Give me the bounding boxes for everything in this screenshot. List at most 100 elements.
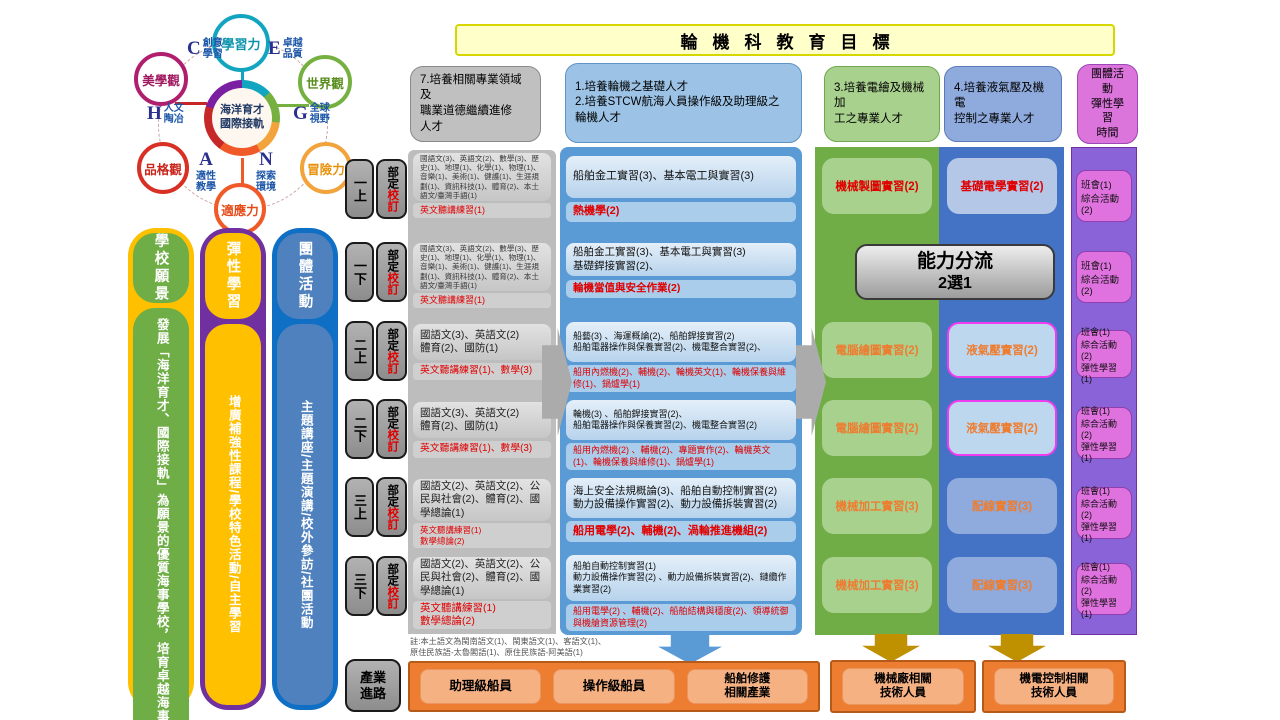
pillar-flexible-learning: 彈性學習 增廣補強性課程/學校特色活動/自主學習 (200, 228, 266, 710)
connector-line (241, 158, 244, 188)
circle-character: 品格觀 (137, 142, 189, 194)
course-box-school: 英文聽講練習(1) 數學總論(2) (413, 523, 551, 548)
pillar-title: 學校願景 (152, 233, 169, 303)
letter-c-group: C 創意 學習 (187, 38, 223, 60)
industry-group-machining: 機械廠相關 技術人員 (830, 660, 976, 713)
course-box: 配線實習(3) (947, 478, 1057, 534)
course-box: 國語文(3)、英語文(2)、數學(3)、歷史(1)、地理(1)、化學(1)、物理… (413, 243, 551, 291)
semester-label-3a: 三上 部定校訂 (345, 477, 407, 537)
course-box: 船舶自動控制實習(1) 動力設備操作實習(2) 、動力設備拆裝實習(2)、鏈纜作… (566, 555, 796, 601)
course-box-school: 船用電學(2)、輔機(2)、渦輪推進機組(2) (566, 521, 796, 542)
course-box-school: 英文聽講練習(1)、數學(3) (413, 363, 551, 380)
goal-header-club: 團體活動 彈性學習 時間 (1077, 64, 1138, 144)
industry-box: 機電控制相關 技術人員 (994, 668, 1114, 705)
course-box: 國語文(2)、英語文(2)、公民與社會(2)、體育(2)、國學總論(1) (413, 557, 551, 599)
industry-box: 船舶修護 相關產業 (686, 669, 808, 704)
wheel-center-line2: 國際接軌 (220, 118, 264, 130)
course-box: 配線實習(3) (947, 557, 1057, 613)
course-box-school: 輪機當值與安全作業(2) (566, 280, 796, 298)
course-box: 機械加工實習(3) (822, 478, 932, 534)
homeroom-box: 班會(1) 綜合活動(2) (1076, 251, 1132, 303)
semester-label-3b: 三下 部定校訂 (345, 556, 407, 616)
course-box: 國語文(3)、英語文(2) 體育(2)、國防(1) (413, 402, 551, 438)
industry-box: 操作級船員 (553, 669, 675, 704)
course-box: 國語文(3)、英語文(2)、數學(3)、歷史(1)、地理(1)、化學(1)、物理… (413, 153, 551, 201)
general-subject-column (408, 150, 556, 634)
course-box-school: 英文聽講練習(1)、數學(3) (413, 441, 551, 458)
letter-g-group: G 全球 視野 (293, 103, 330, 125)
course-box: 機械製圖實習(2) (822, 158, 932, 214)
connector-line (175, 102, 207, 105)
industry-path-label: 產業 進路 (345, 659, 401, 712)
homeroom-box: 班會(1) 綜合活動(2) 彈性學習(1) (1076, 562, 1132, 619)
goal-header-3: 3.培養電繪及機械加 工之專業人才 (824, 66, 940, 142)
industry-group-electro: 機電控制相關 技術人員 (982, 660, 1126, 713)
homeroom-box: 班會(1) 綜合活動(2) 彈性學習(1) (1076, 327, 1132, 384)
course-box: 電腦繪圖實習(2) (822, 400, 932, 456)
letter-a-group: A 適性 教學 (196, 149, 216, 193)
goal-header-1-2: 1.培養輪機之基礎人才 2.培養STCW航海人員操作級及助理級之 輪機人才 (565, 63, 802, 143)
course-box: 船舶金工實習(3)、基本電工與實習(3) 基礎銲接實習(2)、 (566, 243, 796, 276)
circle-aesthetics: 美學觀 (134, 52, 188, 106)
connector-line (277, 104, 309, 107)
ability-split-subtitle: 2選1 (938, 274, 972, 292)
vision-wheel: 海洋育才 國際接軌 學習力 美學觀 世界觀 品格觀 冒險力 適應力 C 創意 學… (125, 6, 360, 238)
semester-label-1b: 一下 部定校訂 (345, 242, 407, 302)
down-arrow-icon (862, 634, 920, 662)
ability-split-title: 能力分流 (916, 251, 993, 272)
homeroom-column (1071, 147, 1137, 635)
course-box-school: 熱機學(2) (566, 202, 796, 222)
pillar-body: 主題講座/主題演講/校外參訪/社團活動 (298, 399, 313, 630)
circle-learning: 學習力 (212, 14, 270, 72)
industry-group-marine: 助理級船員 操作級船員 船舶修護 相關產業 (408, 661, 820, 712)
circle-adventure: 冒險力 (300, 142, 352, 194)
semester-label-2a: 二上 部定校訂 (345, 321, 407, 381)
wheel-center-line1: 海洋育才 (220, 104, 264, 117)
homeroom-box: 班會(1) 綜合活動(2) 彈性學習(1) (1076, 486, 1132, 543)
pillar-title: 彈性學習 (224, 241, 241, 311)
connector-line (241, 62, 244, 88)
wheel-center-circle: 海洋育才 國際接軌 (204, 80, 280, 156)
homeroom-box: 班會(1) 綜合活動(2) (1076, 170, 1132, 222)
pillar-body: 增廣補強性課程/學校特色活動/自主學習 (226, 395, 241, 634)
course-box: 船藝(3) 、海運概論(2)、船舶銲接實習(2) 船舶電器操作與保養實習(2)、… (566, 322, 796, 362)
letter-e-group: E 卓越 品質 (268, 38, 303, 60)
course-box: 基礎電學實習(2) (947, 158, 1057, 214)
circle-adaptability: 適應力 (214, 183, 266, 235)
ability-split-box: 能力分流 2選1 (855, 244, 1055, 300)
electro-control-column (939, 147, 1064, 635)
course-box: 液氣壓實習(2) (947, 400, 1057, 456)
course-box: 海上安全法規概論(3)、船舶自動控制實習(2) 動力設備操作實習(2)、動力設備… (566, 478, 796, 518)
goal-header-4: 4.培養液氣壓及機電 控制之專業人才 (944, 66, 1062, 142)
industry-box: 機械廠相關 技術人員 (842, 668, 964, 705)
course-box: 機械加工實習(3) (822, 557, 932, 613)
homeroom-box: 班會(1) 綜合活動(2) 彈性學習(1) (1076, 406, 1132, 463)
drafting-machining-column (815, 147, 939, 635)
letter-h-group: H 人文 陶冶 (147, 103, 184, 125)
course-box: 國語文(2)、英語文(2)、公民與社會(2)、體育(2)、國學總論(1) (413, 479, 551, 521)
pillar-group-activity: 團體活動 主題講座/主題演講/校外參訪/社團活動 (272, 228, 338, 710)
pillar-title: 團體活動 (296, 241, 313, 311)
course-box-school: 英文聽講練習(1) (413, 293, 551, 308)
goal-header-7: 7.培養相關專業領域及 職業道德繼續進修 人才 (410, 66, 541, 142)
industry-box: 助理級船員 (420, 669, 542, 704)
circle-worldview: 世界觀 (298, 55, 352, 109)
footnote: 註:本土語文為閩南語文(1)、閩東語文(1)、客語文(1)、 原住民族語-太魯閣… (410, 637, 607, 658)
course-box: 電腦繪圖實習(2) (822, 322, 932, 378)
course-box-school: 船用內燃機(2) 、輔機(2)、專題實作(2)、輪機英文(1)、輪機保養與維修(… (566, 443, 796, 470)
page-title: 輪機科教育目標 (455, 24, 1115, 56)
course-box: 輪機(3) 、船舶銲接實習(2)、 船舶電器操作與保養實習(2)、機電整合實習(… (566, 400, 796, 440)
course-box-school: 船用內燃機(2)、輔機(2)、輪機英文(1)、輪機保養與維修(1)、鍋爐學(1) (566, 365, 796, 392)
semester-label-1a: 一上 部定校訂 (345, 159, 407, 219)
letter-n-group: N 探索 環境 (256, 149, 276, 193)
down-arrow-icon (988, 634, 1046, 662)
course-box: 國語文(3)、英語文(2) 體育(2)、國防(1) (413, 324, 551, 360)
pillar-body: 發展「海洋育才、國際接軌」為願景的優質海事學校，培育卓越海事人才。 (154, 318, 169, 720)
course-box: 船舶金工實習(3)、基本電工與實習(3) (566, 156, 796, 198)
course-box-school: 船用電學(2) 、輔機(2)、船舶結構與穩度(2)、領導統御與機艙資源管理(2) (566, 604, 796, 631)
course-box: 液氣壓實習(2) (947, 322, 1057, 378)
pillar-school-vision: 學校願景 發展「海洋育才、國際接軌」為願景的優質海事學校，培育卓越海事人才。 (128, 228, 194, 720)
course-box-school: 英文聽講練習(1) (413, 203, 551, 218)
course-box-school: 英文聽講練習(1) 數學總論(2) (413, 601, 551, 629)
